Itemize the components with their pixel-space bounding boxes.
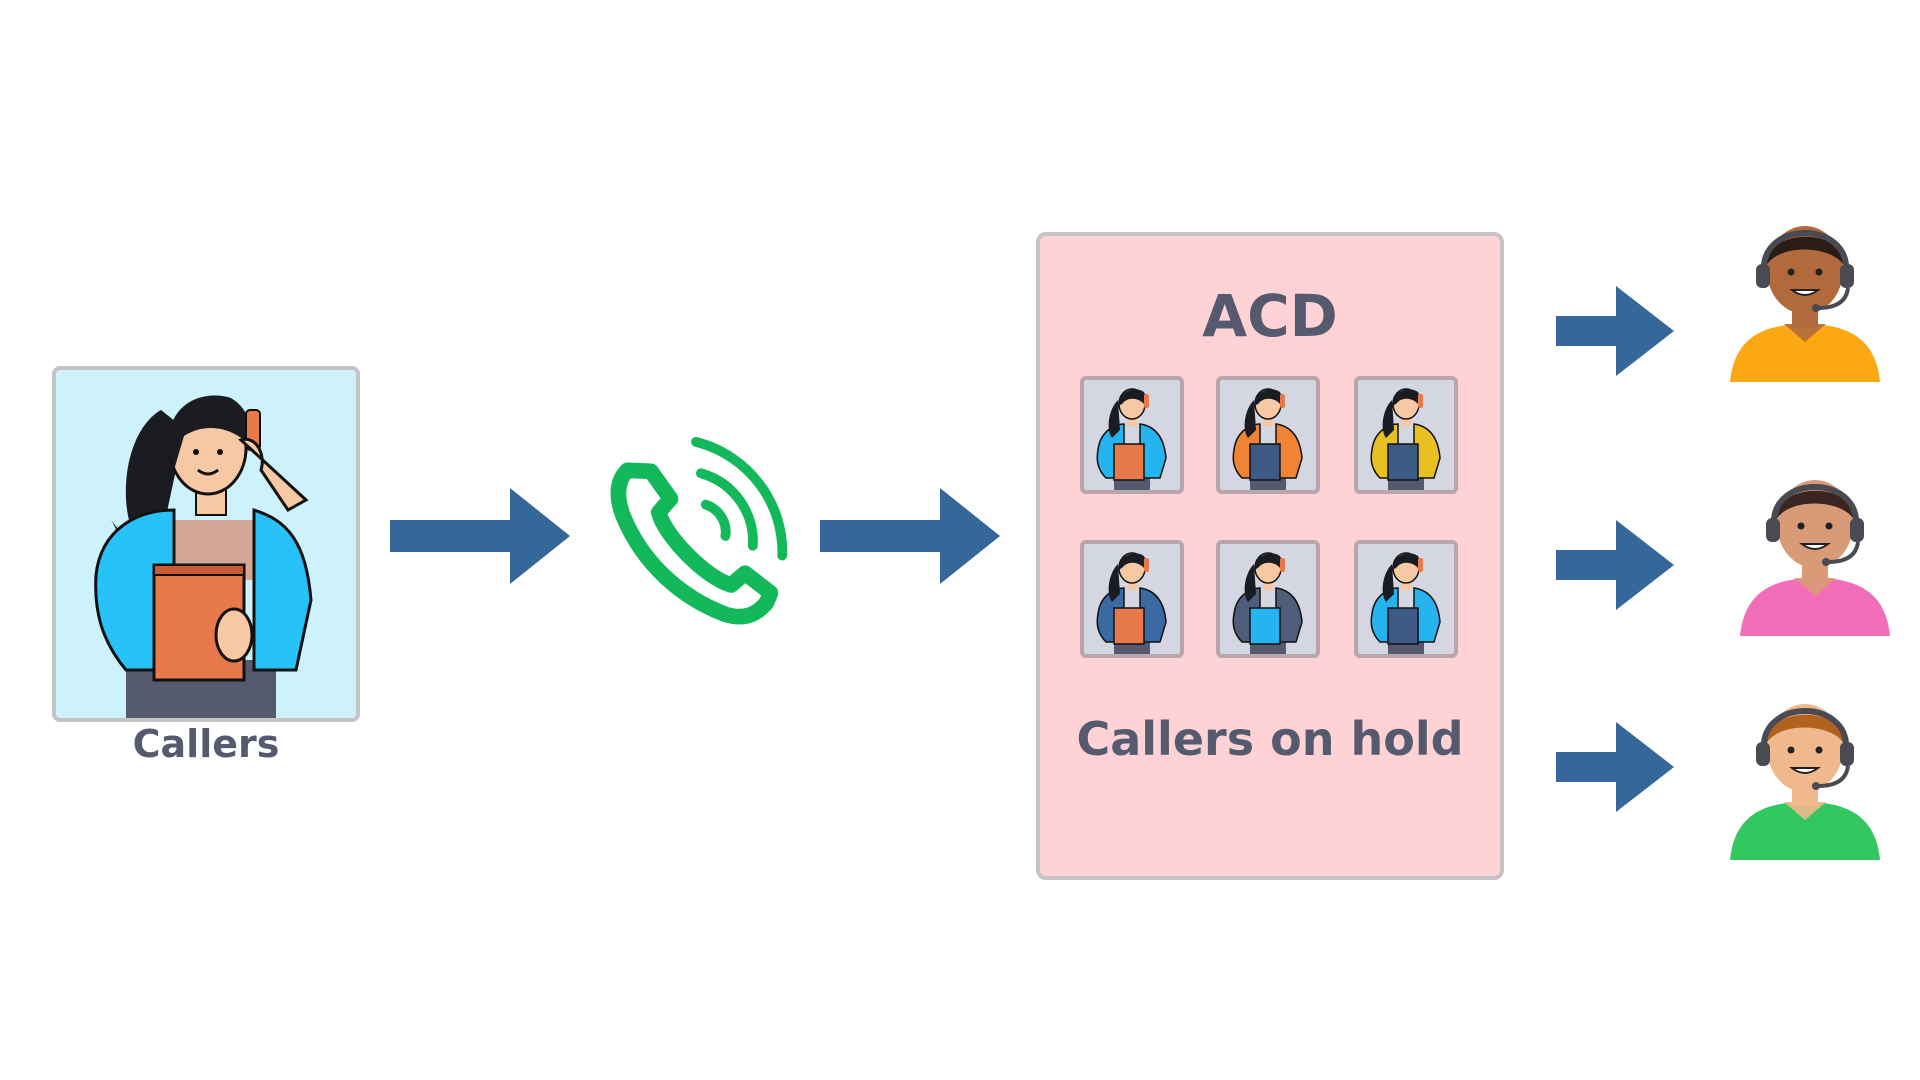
caller-card: [52, 366, 360, 722]
on-hold-caller-tile: [1080, 540, 1184, 658]
caller-illustration: [56, 370, 356, 718]
agent-headset-figure: [1730, 226, 1880, 382]
on-hold-caller-tile: [1354, 540, 1458, 658]
on-hold-caller-tile: [1080, 376, 1184, 494]
arrow-acd-to-agent-3: [1556, 722, 1674, 812]
agent-1-avatar: [1720, 212, 1890, 382]
acd-footer-label: Callers on hold: [1076, 712, 1464, 766]
arrow-caller-to-phone: [390, 488, 570, 584]
arrow-acd-to-agent-1: [1556, 286, 1674, 376]
arrow-phone-to-acd: [820, 488, 1000, 584]
agent-headset-figure: [1730, 704, 1880, 860]
on-hold-caller-figure: [1096, 552, 1167, 654]
agent-2-avatar: [1730, 466, 1900, 636]
on-hold-caller-figure: [1096, 388, 1167, 490]
on-hold-caller-tile: [1216, 540, 1320, 658]
on-hold-caller-figure: [1232, 388, 1303, 490]
agent-3-avatar: [1720, 690, 1890, 860]
phone-call-icon: [598, 436, 794, 632]
caller-jacket-right: [252, 507, 313, 672]
on-hold-caller-tile: [1354, 376, 1458, 494]
acd-title: ACD: [1202, 282, 1338, 350]
agent-headset-figure: [1740, 480, 1890, 636]
arrow-acd-to-agent-2: [1556, 520, 1674, 610]
callers-label: Callers: [132, 722, 280, 766]
on-hold-caller-figure: [1370, 388, 1441, 490]
on-hold-caller-tile: [1216, 376, 1320, 494]
on-hold-caller-figure: [1232, 552, 1303, 654]
on-hold-caller-figure: [1370, 552, 1441, 654]
